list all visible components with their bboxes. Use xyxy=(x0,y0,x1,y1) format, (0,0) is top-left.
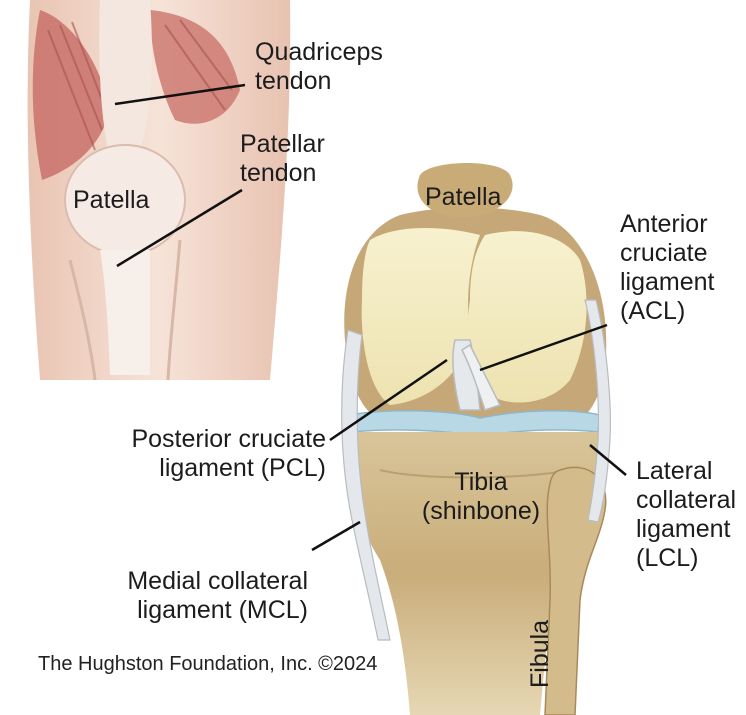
copyright-credit: The Hughston Foundation, Inc. ©2024 xyxy=(38,653,377,676)
label-tibia: Tibia (shinbone) xyxy=(406,468,556,526)
label-patella-surface: Patella xyxy=(73,186,149,215)
label-quadriceps-tendon: Quadriceps tendon xyxy=(255,38,383,96)
label-acl: Anterior cruciate ligament (ACL) xyxy=(620,210,715,326)
surface-knee xyxy=(28,0,291,380)
quadriceps-tendon xyxy=(99,0,152,150)
label-fibula: Fibula xyxy=(526,620,555,688)
label-patellar-tendon: Patellar tendon xyxy=(240,130,325,188)
label-patella-bone: Patella xyxy=(425,183,501,212)
label-pcl: Posterior cruciate ligament (PCL) xyxy=(98,425,326,483)
leader-mcl xyxy=(312,522,360,550)
label-lcl: Lateral collateral ligament (LCL) xyxy=(636,457,736,573)
knee-joint xyxy=(342,163,611,715)
label-mcl: Medial collateral ligament (MCL) xyxy=(80,567,308,625)
